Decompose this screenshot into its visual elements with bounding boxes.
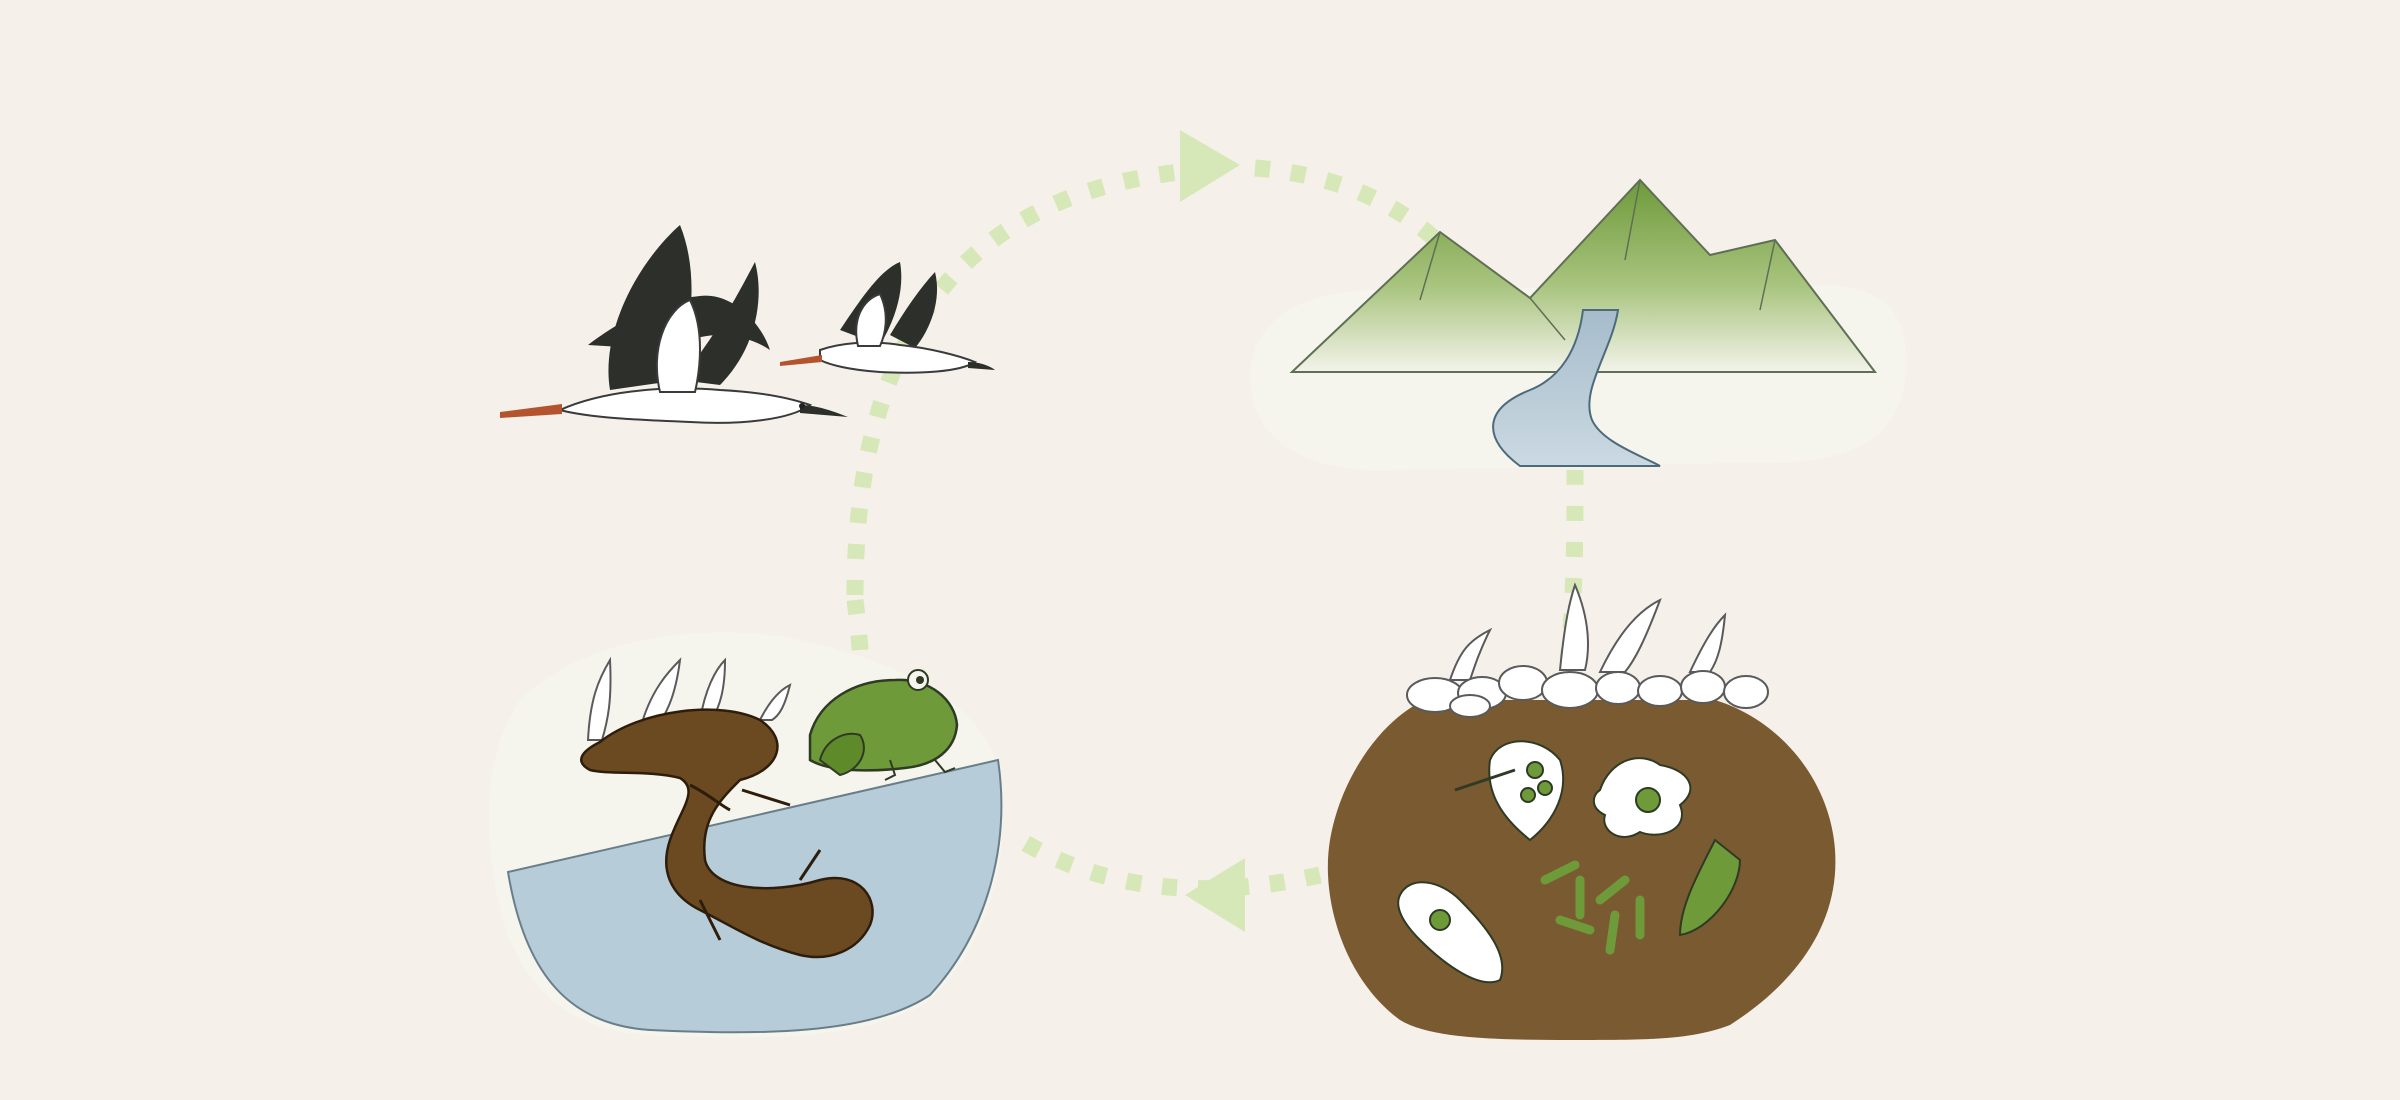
stork-large <box>500 225 848 424</box>
bacteria <box>1540 860 1645 955</box>
soil-microorganisms-icon <box>1327 582 1836 1040</box>
soil-body <box>1327 700 1836 1040</box>
arrow-left-icon <box>1185 858 1245 932</box>
flying-storks-icon <box>500 225 995 424</box>
frog <box>808 669 959 781</box>
mountains-river-icon <box>1250 178 1907 470</box>
edge-top-right <box>1254 159 1508 334</box>
edge-soil-to-pond <box>1015 832 1322 898</box>
salamander <box>580 708 874 959</box>
mountain-range <box>1289 178 1878 373</box>
edge-pond-to-storks <box>846 599 869 651</box>
river <box>1492 309 1661 467</box>
arrow-right-icon <box>1180 130 1240 202</box>
soil-grass <box>1448 582 1727 681</box>
salamander-frog-pond-icon <box>488 632 1003 1038</box>
microorganisms <box>1397 740 1742 984</box>
soil-stones <box>1406 665 1769 718</box>
stork-small <box>780 262 995 374</box>
